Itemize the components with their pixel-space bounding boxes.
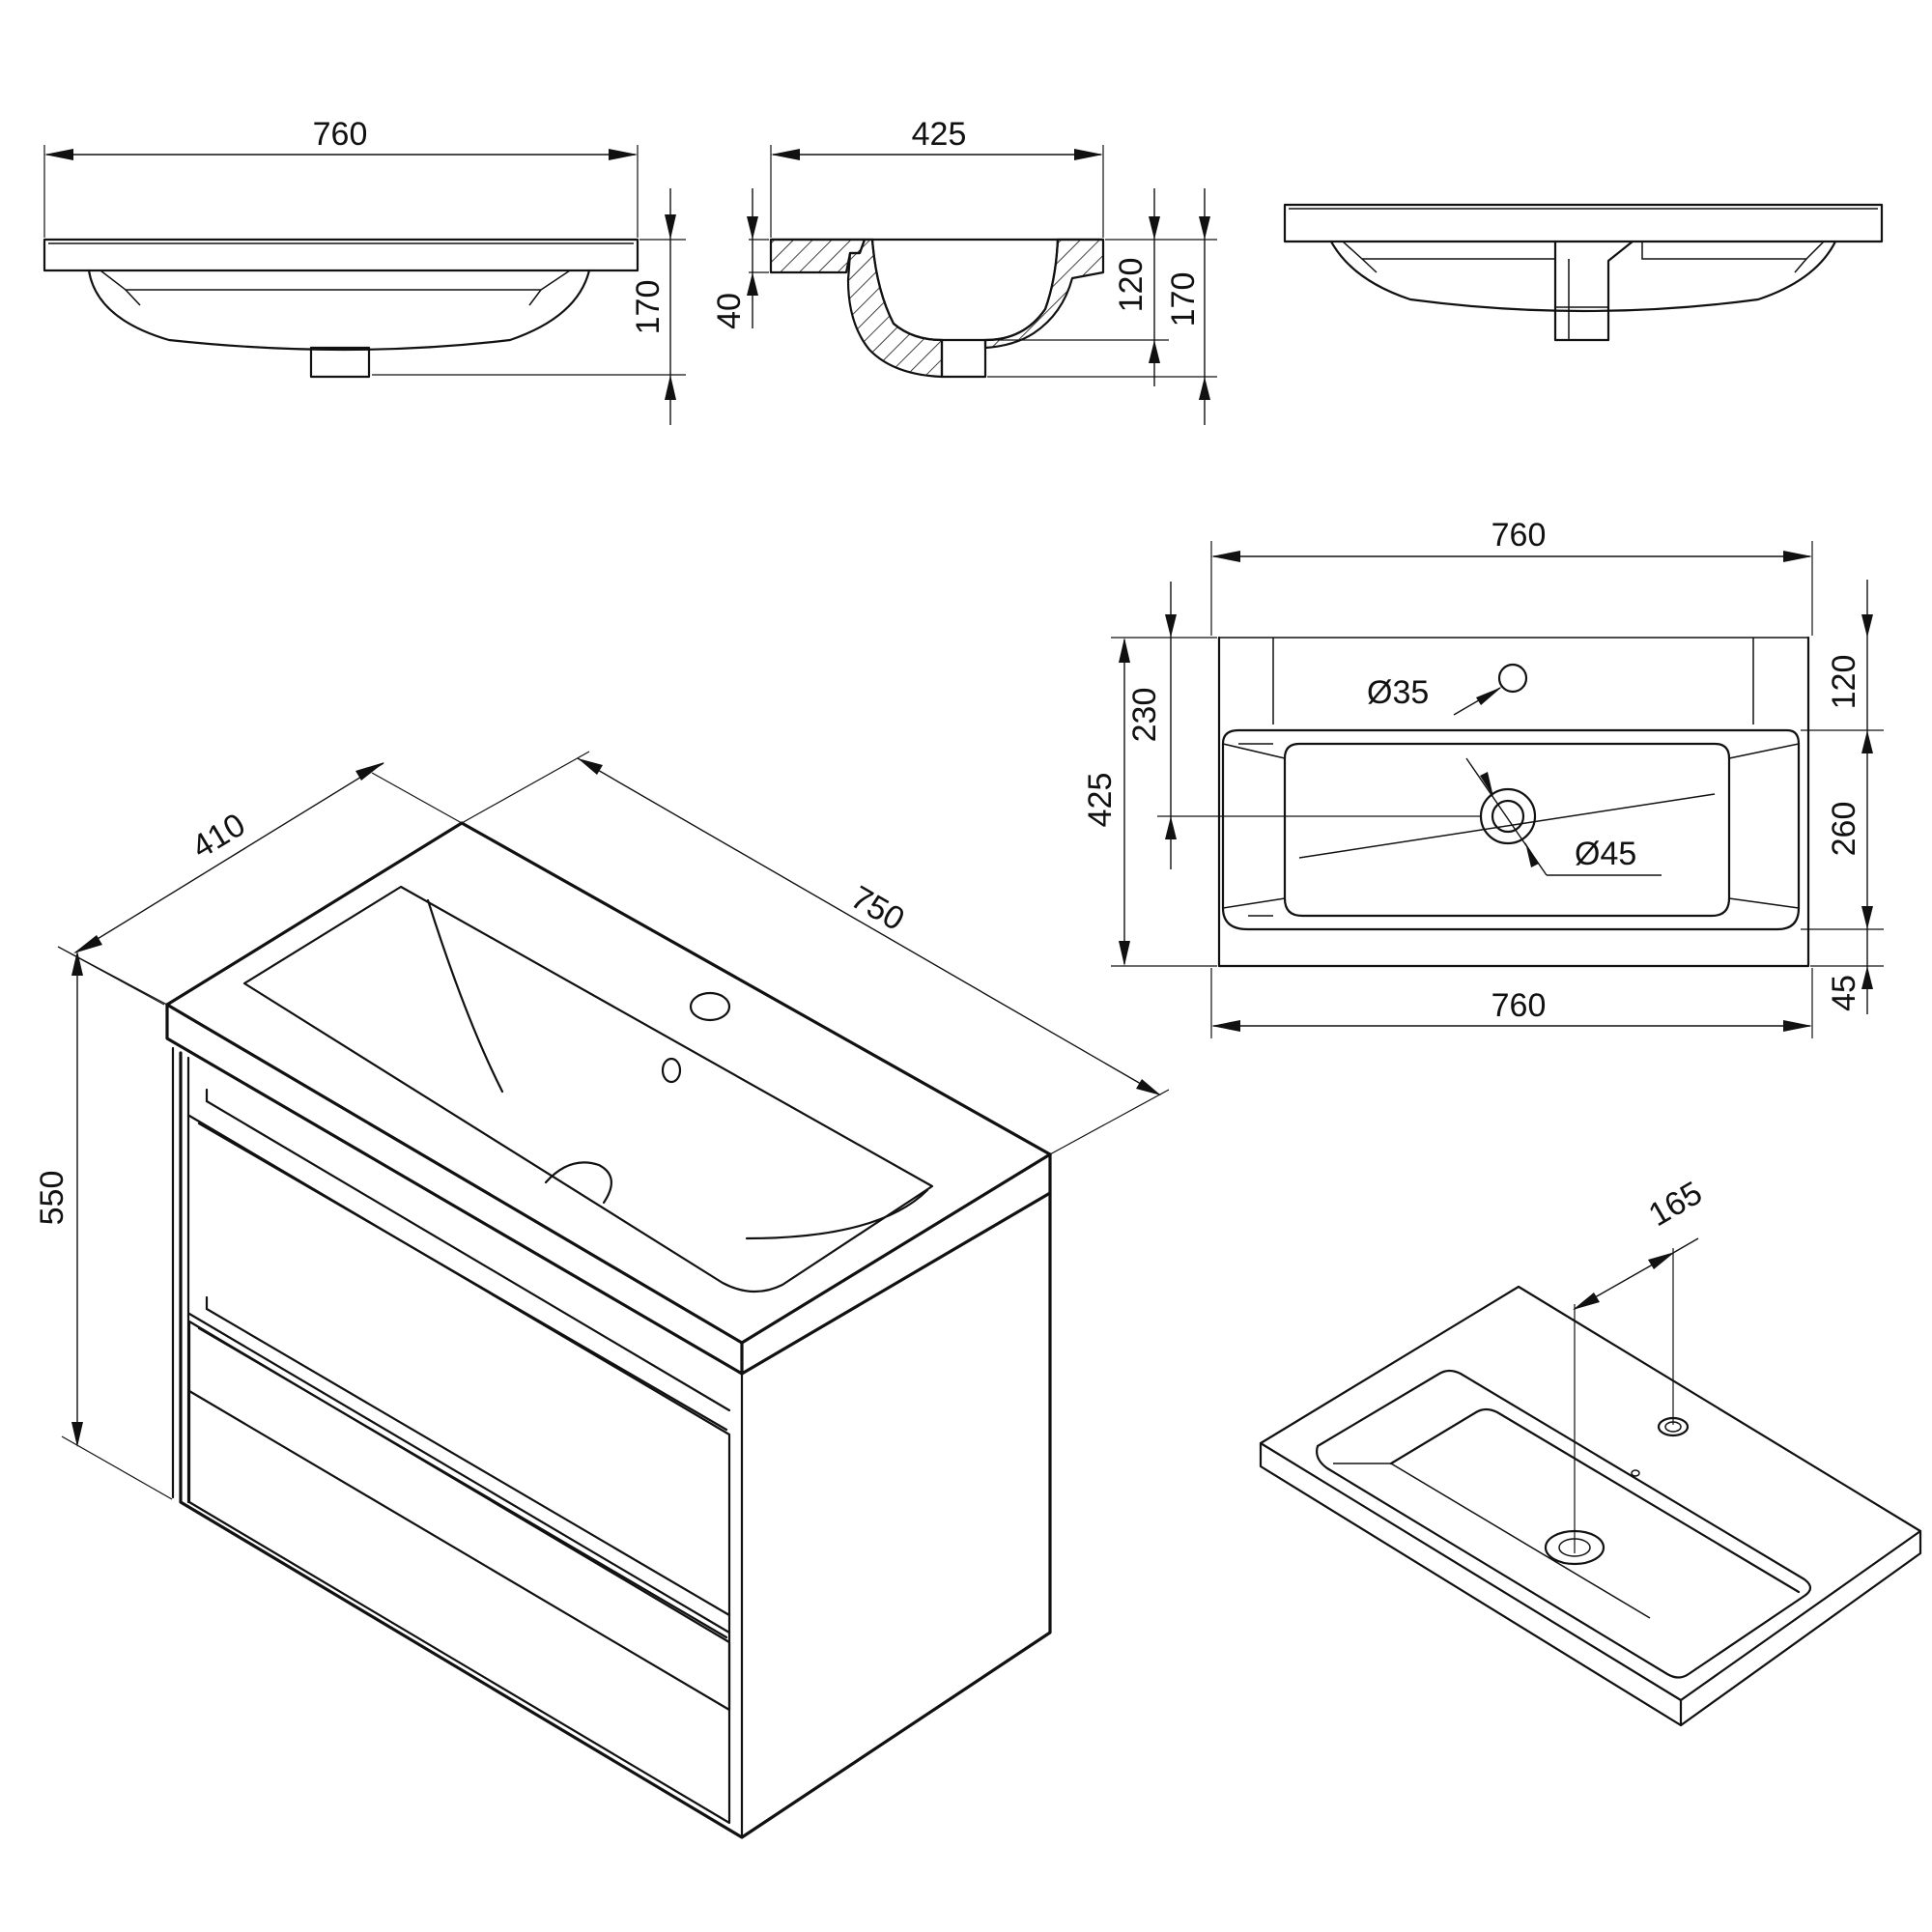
section-height-label: 170	[1165, 272, 1202, 327]
tap-hole-label: Ø35	[1367, 674, 1429, 711]
cabinet-height-dimension: 550	[34, 946, 173, 1500]
back-ledge-label: 120	[1826, 655, 1862, 710]
section-view: 425 40 120 170	[711, 116, 1217, 425]
section-height-dimension: 170	[987, 188, 1217, 425]
cabinet-isometric: 410 750 550	[34, 751, 1170, 1839]
cabinet-depth-label: 410	[185, 807, 251, 867]
section-depth-label: 425	[912, 116, 967, 153]
basin-tap-offset-label: 165	[1642, 1175, 1708, 1234]
basin-isometric: 165	[1259, 1175, 1922, 1727]
front-edge-label: 45	[1826, 975, 1862, 1011]
top-drain-depth-label: 230	[1126, 688, 1163, 743]
cabinet-countertop-basin	[165, 821, 1052, 1376]
front-height-label: 170	[630, 280, 667, 335]
section-depth-dimension: 425	[770, 116, 1104, 238]
cabinet-height-label: 550	[34, 1171, 71, 1226]
section-bowl-label: 120	[1113, 258, 1150, 313]
drain-hole-callout: Ø45	[1465, 757, 1662, 876]
rear-view	[1283, 203, 1884, 342]
section-rim-dimension: 40	[711, 188, 769, 329]
bowl-length-label: 260	[1826, 802, 1862, 857]
top-width-top-label: 760	[1492, 517, 1547, 554]
front-height-dimension: 170	[372, 188, 686, 425]
front-width-dimension: 760	[43, 116, 639, 238]
front-width-label: 760	[313, 116, 368, 153]
drain-hole-label: Ø45	[1575, 836, 1636, 872]
top-view-basin-outline	[1217, 636, 1810, 968]
top-width-top-dimension: 760	[1210, 517, 1813, 636]
tap-hole-callout: Ø35	[1367, 674, 1502, 716]
front-view: 760 170	[43, 116, 686, 425]
section-profile	[769, 238, 1105, 379]
top-width-bottom-dimension: 760	[1210, 968, 1813, 1038]
section-rim-label: 40	[711, 293, 748, 329]
top-depth-dimension: 425	[1082, 637, 1217, 967]
top-width-bottom-label: 760	[1492, 987, 1547, 1024]
section-bowl-dimension: 120	[987, 188, 1217, 386]
cabinet-width-label: 750	[844, 879, 910, 938]
top-right-dimensions: 120 260 45	[1801, 580, 1884, 1014]
top-view: 760 760 425 230	[1082, 517, 1884, 1038]
top-drain-depth-dimension: 230	[1126, 582, 1481, 869]
cabinet-body	[171, 1046, 1052, 1839]
top-depth-label: 425	[1082, 773, 1119, 828]
front-view-basin-outline	[43, 238, 639, 379]
